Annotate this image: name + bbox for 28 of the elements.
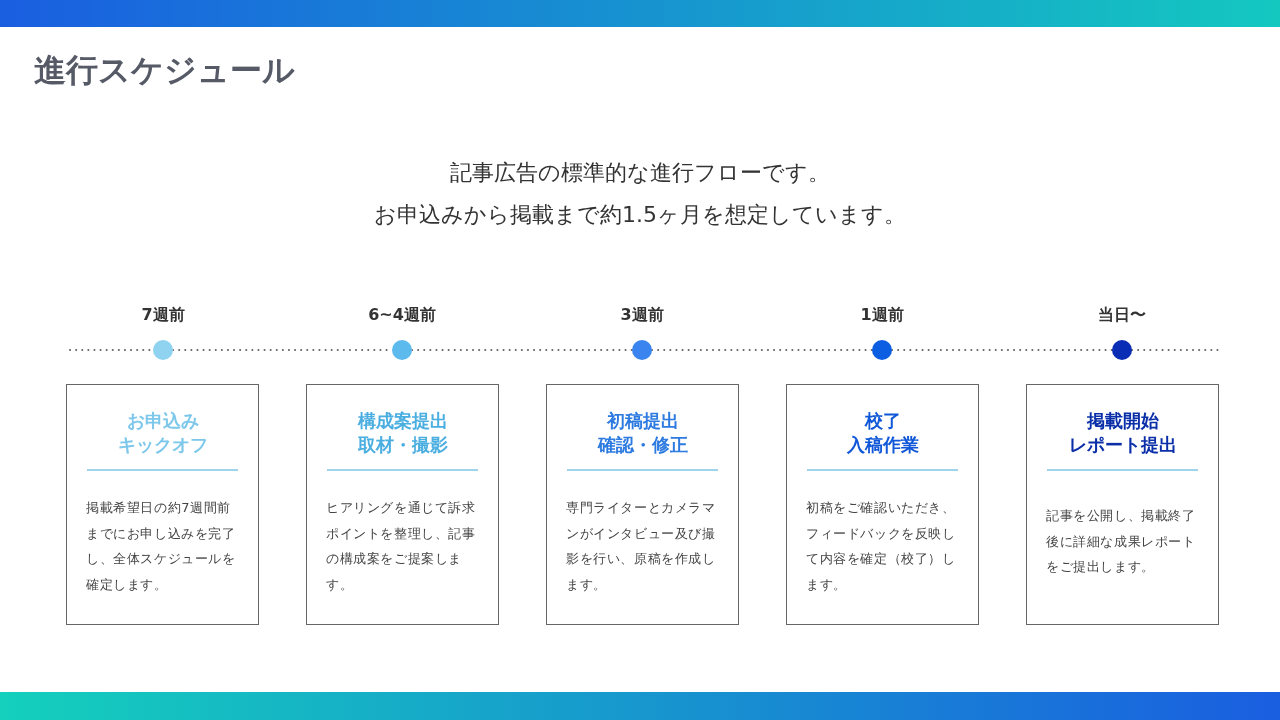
step-description: 掲載希望日の約7週間前までにお申し込みを完了し、全体スケジュールを確定します。 (86, 499, 237, 594)
step-description: 初稿をご確認いただき、フィードバックを反映して内容を確定（校了）します。 (806, 499, 957, 594)
week-label: 7週前 (140, 304, 186, 326)
timeline-dot (872, 340, 892, 360)
timeline-dot (632, 340, 652, 360)
subtitle-text: お申込みから掲載まで約1.5ヶ月を想定しています。 (373, 201, 907, 229)
step-card (306, 384, 499, 625)
week-label: 1週前 (859, 304, 905, 326)
week-label: 3週前 (619, 304, 665, 326)
week-label: 6~4週前 (367, 304, 437, 326)
step-description: 記事を公開し、掲載終了後に詳細な成果レポートをご提出します。 (1046, 507, 1197, 576)
step-heading: お申込みキックオフ (116, 409, 209, 457)
timeline-dot (392, 340, 412, 360)
step-heading: 初稿提出確認・修正 (596, 409, 689, 457)
timeline-dot (153, 340, 173, 360)
step-heading: 掲載開始レポート提出 (1067, 409, 1178, 457)
step-card (1026, 384, 1219, 625)
timeline-dot (1112, 340, 1132, 360)
step-description: 専門ライターとカメラマンがインタビュー及び撮影を行い、原稿を作成します。 (566, 499, 717, 594)
slide-title: 進行スケジュール (34, 50, 295, 90)
step-card (786, 384, 979, 625)
subtitle-text: 記事広告の標準的な進行フローです。 (449, 159, 831, 187)
week-label: 当日〜 (1097, 304, 1147, 326)
step-heading: 構成案提出取材・撮影 (356, 409, 449, 457)
step-card (546, 384, 739, 625)
step-heading: 校了入稿作業 (845, 409, 920, 457)
step-card (66, 384, 259, 625)
step-description: ヒアリングを通じて訴求ポイントを整理し、記事の構成案をご提案します。 (326, 499, 477, 594)
